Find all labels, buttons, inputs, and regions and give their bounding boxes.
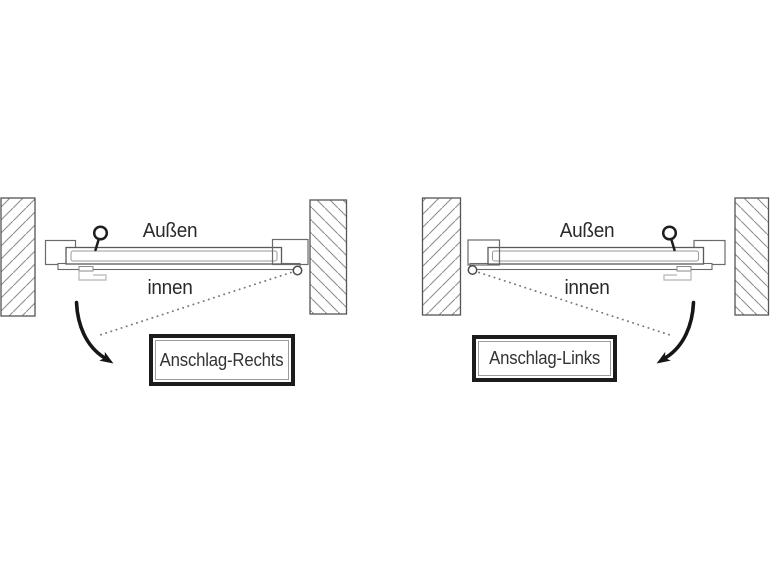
caption-box-anschlag-links: Anschlag-Links	[472, 335, 617, 382]
swing-arrow-icon	[656, 300, 696, 364]
diagram-anschlag-links	[421, 197, 770, 364]
door-leaf-inner-line	[70, 250, 278, 262]
door-closer-bracket-light	[663, 271, 692, 281]
key-icon	[661, 225, 678, 252]
door-closer-bracket-light	[78, 271, 107, 281]
caption-box-inner-frame: Anschlag-Rechts	[155, 340, 289, 380]
hinge-pivot-icon	[292, 265, 303, 276]
wall-left-hatched	[421, 197, 462, 316]
door-leaf-inner-line	[492, 250, 699, 262]
outside-label: Außen	[142, 220, 198, 242]
inside-label: innen	[564, 277, 610, 299]
door-leaf	[65, 246, 283, 265]
wall-right-hatched	[309, 199, 348, 315]
caption-text: Anschlag-Links	[489, 348, 600, 368]
swing-path-dotted-line	[96, 271, 292, 337]
swing-path-dotted-line	[478, 271, 674, 337]
diagram-anschlag-rechts	[0, 197, 348, 364]
outside-label: Außen	[559, 220, 615, 242]
door-frame-profile-left	[467, 239, 501, 266]
hinge-pivot-icon	[467, 265, 478, 275]
door-closer-bracket-dark	[676, 266, 692, 272]
caption-text: Anschlag-Rechts	[160, 349, 284, 370]
wall-right-hatched	[734, 197, 770, 316]
door-closer-bracket-dark	[78, 266, 94, 272]
inside-label: innen	[147, 277, 193, 299]
caption-box-anschlag-rechts: Anschlag-Rechts	[149, 334, 295, 386]
swing-arrow-icon	[74, 300, 114, 364]
door-frame-profile-right	[271, 238, 309, 266]
caption-box-inner-frame: Anschlag-Links	[478, 341, 611, 376]
key-icon	[92, 225, 109, 252]
wall-left-hatched	[0, 197, 36, 317]
door-leaf	[487, 246, 705, 265]
